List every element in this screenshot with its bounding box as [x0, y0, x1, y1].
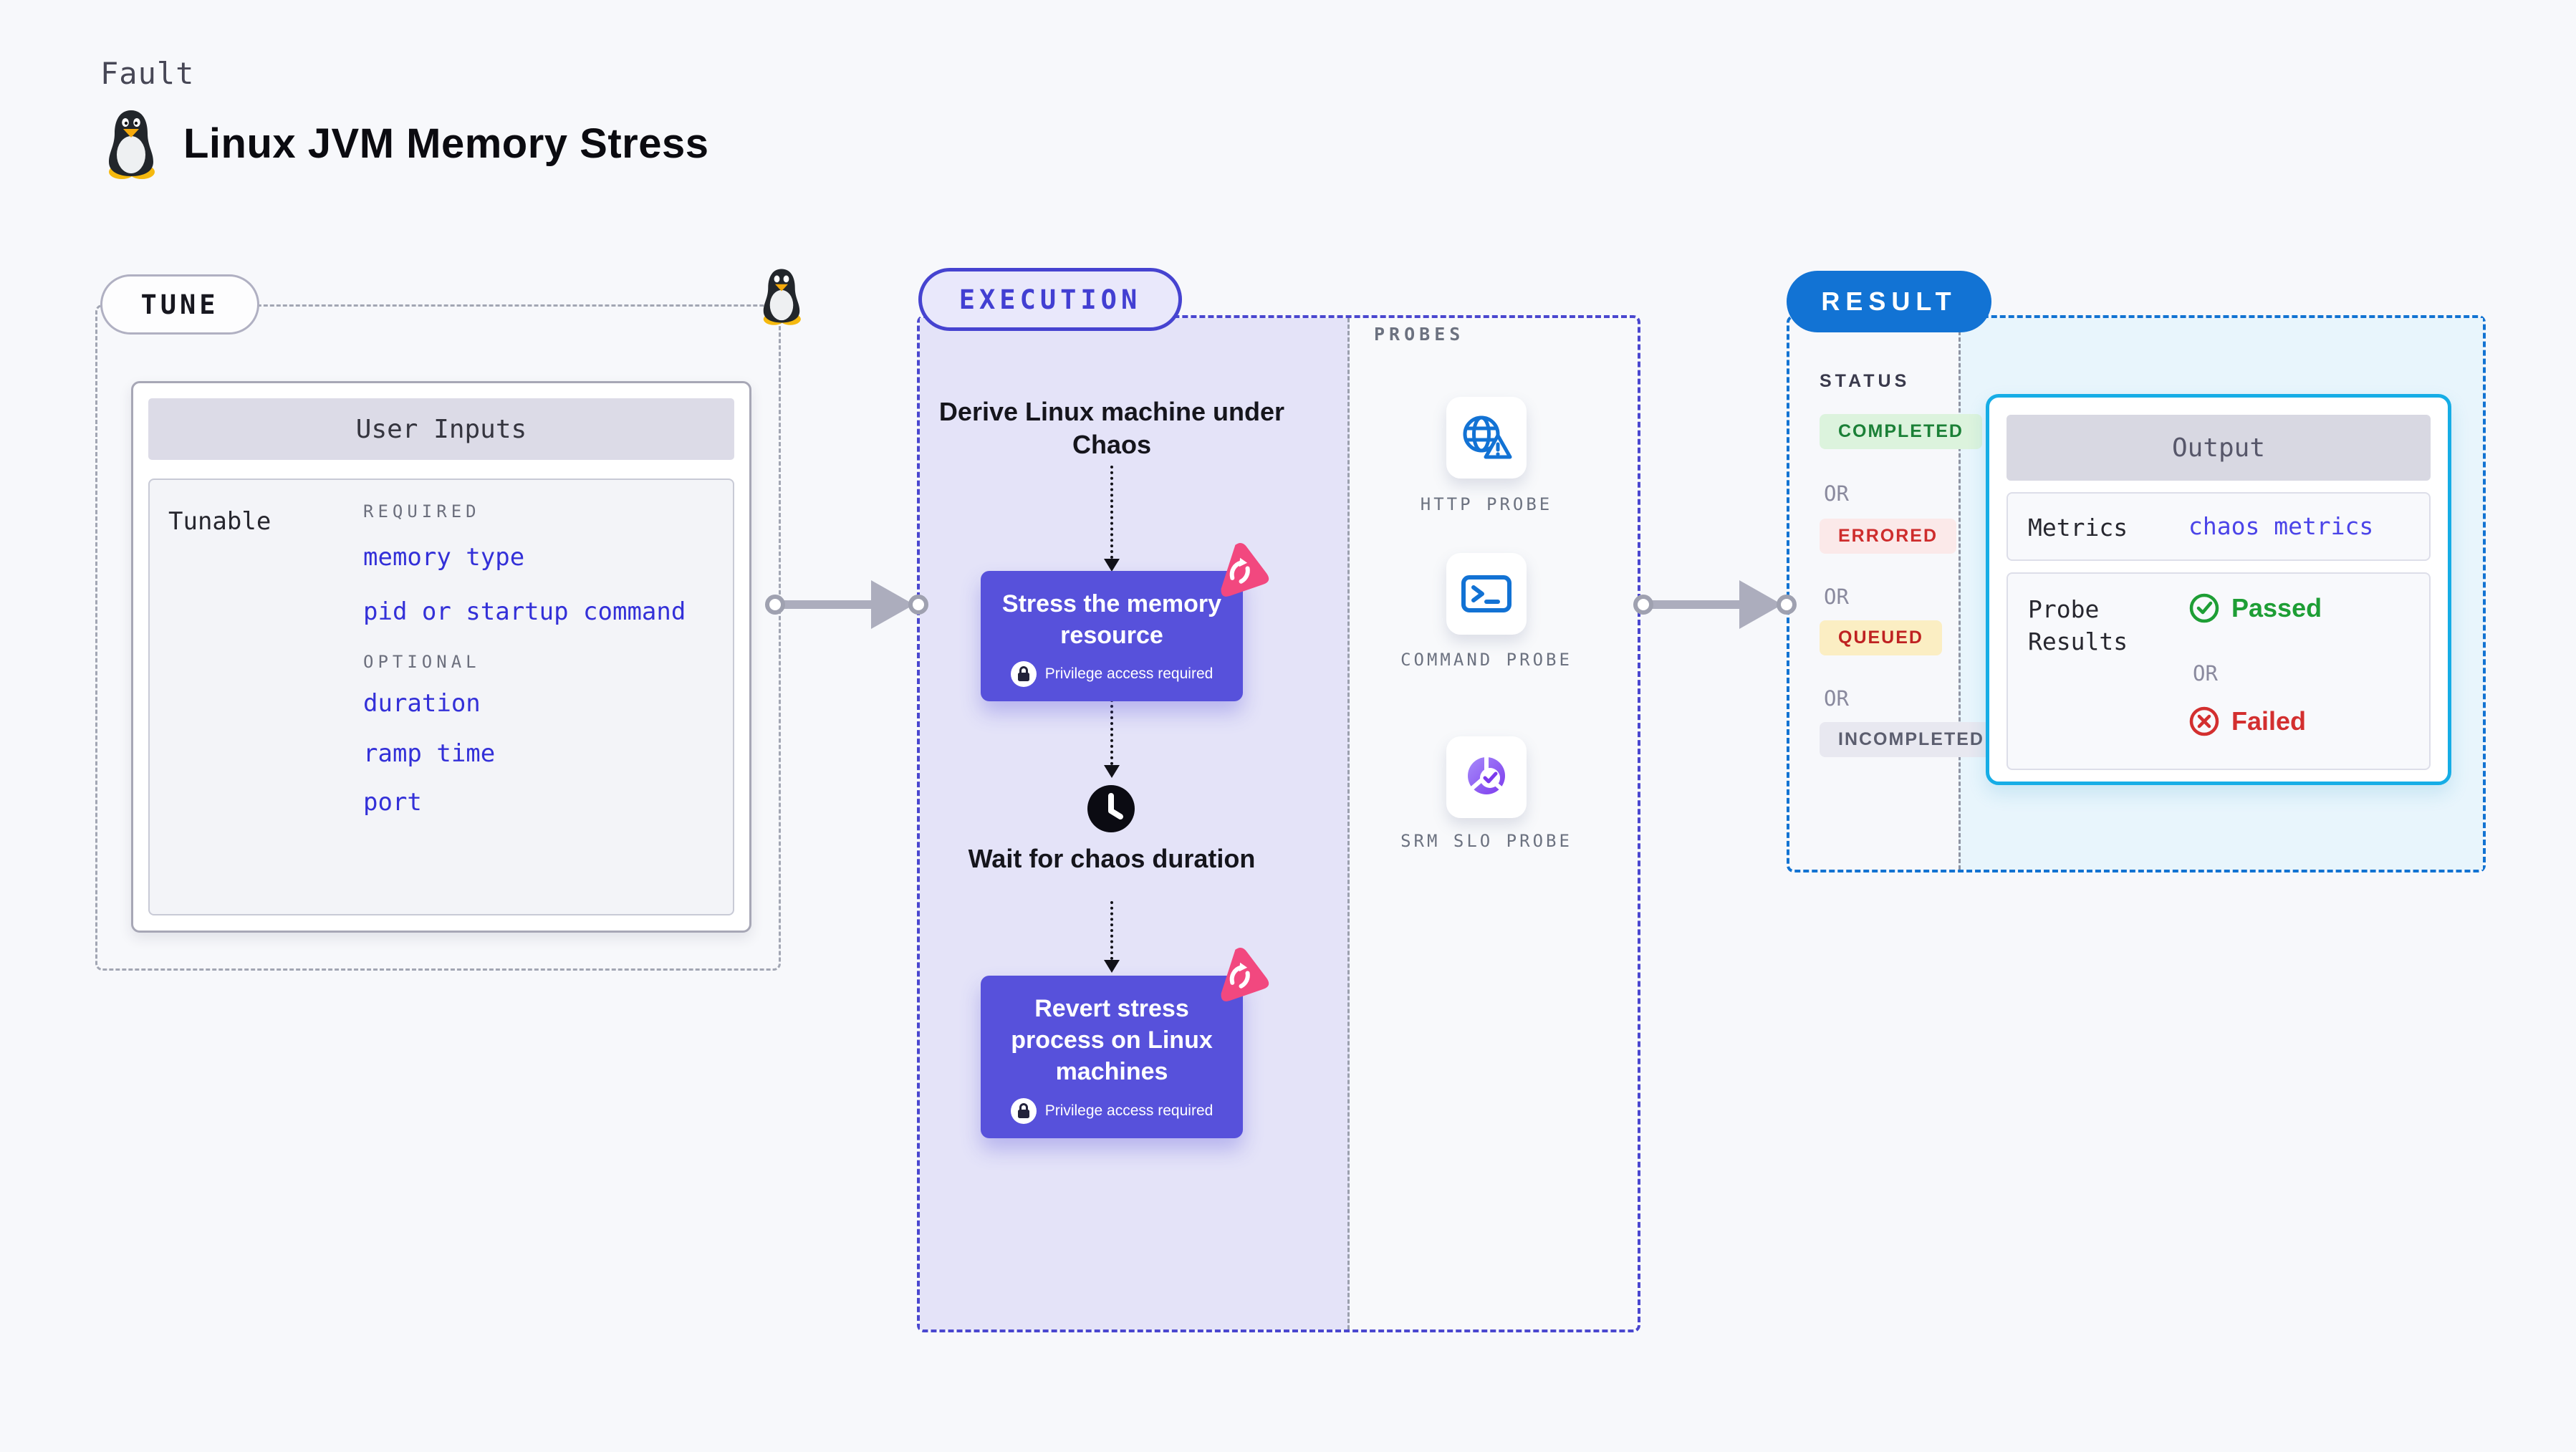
http-probe-card[interactable]: [1446, 397, 1527, 479]
failed-result: Failed: [2188, 706, 2306, 737]
metrics-label: Metrics: [2028, 514, 2128, 542]
status-label: STATUS: [1820, 371, 1911, 391]
command-probe-label: COMMAND PROBE: [1400, 650, 1572, 670]
execution-to-result-arrow: [1633, 580, 1797, 629]
failed-label: Failed: [2231, 706, 2307, 736]
x-circle-icon: [2189, 706, 2219, 736]
derive-step-text: Derive Linux machine under Chaos: [938, 397, 1285, 460]
wait-clock-icon: [1087, 785, 1135, 832]
check-circle-icon: [2189, 593, 2219, 623]
lock-icon: [1010, 1097, 1037, 1124]
input-link-ramp-time[interactable]: ramp time: [363, 739, 496, 768]
execution-pill: EXECUTION: [918, 268, 1182, 331]
or-label: OR: [1824, 686, 1849, 711]
srm-slo-probe-card[interactable]: [1446, 736, 1527, 818]
execution-container: [917, 315, 1640, 1332]
input-link-duration[interactable]: duration: [363, 689, 481, 718]
wait-step-text: Wait for chaos duration: [968, 844, 1256, 873]
status-badge-errored: ERRORED: [1820, 519, 1957, 554]
stress-step-node: Stress the memory resource Privilege acc…: [981, 571, 1243, 702]
connector-dotted-3: [1110, 901, 1113, 960]
slo-donut-icon: [1468, 754, 1505, 794]
tux-penguin-small-icon: [763, 269, 801, 325]
execution-lane: [920, 318, 1350, 1330]
input-link-port[interactable]: port: [363, 788, 422, 817]
metrics-value-link[interactable]: chaos metrics: [2188, 512, 2374, 540]
required-label: REQUIRED: [363, 501, 481, 521]
terminal-icon: [1461, 575, 1512, 612]
passed-result: Passed: [2188, 592, 2322, 624]
tune-container: [95, 304, 781, 971]
passed-label: Passed: [2231, 593, 2322, 622]
tune-pill: TUNE: [100, 274, 259, 335]
result-pill: RESULT: [1787, 271, 1991, 332]
command-probe-card[interactable]: [1446, 553, 1527, 635]
input-link-pid-or-startup-command[interactable]: pid or startup command: [363, 597, 686, 626]
connector-arrow-3: [1104, 960, 1120, 973]
fault-kicker: Fault: [100, 56, 195, 91]
stress-step-title: Stress the memory resource: [1001, 590, 1222, 650]
or-label: OR: [2193, 661, 2218, 686]
status-badge-queued: QUEUED: [1820, 620, 1942, 655]
or-label: OR: [1824, 481, 1849, 506]
connector-dotted-1: [1110, 466, 1113, 559]
user-inputs-header: User Inputs: [148, 398, 734, 460]
lock-icon: [1010, 661, 1037, 688]
revert-step-node: Revert stress process on Linux machines …: [981, 976, 1243, 1138]
or-label: OR: [1824, 585, 1849, 609]
connector-dotted-2: [1110, 693, 1113, 765]
tunable-panel: [148, 479, 734, 915]
probe-results-label: Probe Results: [2028, 595, 2128, 655]
privilege-note: Privilege access required: [1044, 665, 1213, 683]
privilege-note: Privilege access required: [1044, 1102, 1213, 1119]
tunable-row-label: Tunable: [168, 507, 271, 536]
probes-label: PROBES: [1374, 324, 1465, 345]
chaos-badge-icon: [1221, 542, 1269, 597]
srm-slo-probe-label: SRM SLO PROBE: [1400, 831, 1572, 851]
connector-arrow-2: [1104, 765, 1120, 778]
connector-arrow-1: [1104, 559, 1120, 572]
optional-label: OPTIONAL: [363, 652, 481, 672]
tune-to-execution-arrow: [765, 580, 928, 629]
revert-step-title: Revert stress process on Linux machines: [1011, 995, 1213, 1086]
status-badge-incompleted: INCOMPLETED: [1820, 722, 2003, 757]
chaos-badge-icon: [1221, 947, 1269, 1001]
page-title: Linux JVM Memory Stress: [183, 120, 709, 167]
probe-results-row: Probe Results Passed OR Failed: [2007, 572, 2431, 770]
output-card: Output Metrics chaos metrics Probe Resul…: [1986, 394, 2451, 785]
output-header: Output: [2007, 415, 2431, 481]
globe-alert-icon: [1463, 415, 1512, 459]
input-link-memory-type[interactable]: memory type: [363, 543, 525, 572]
http-probe-label: HTTP PROBE: [1420, 494, 1553, 514]
tux-penguin-icon: [109, 110, 155, 179]
status-badge-completed: COMPLETED: [1820, 414, 1982, 449]
metrics-row: Metrics chaos metrics: [2007, 492, 2431, 561]
